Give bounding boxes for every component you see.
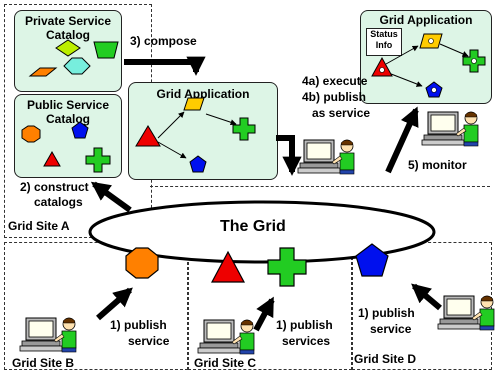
- monitor-app-workflow: [371, 33, 486, 98]
- step-as-service-label: as service: [312, 106, 371, 120]
- grid-blue-pentagon: [355, 243, 389, 277]
- center-app-workflow: [135, 97, 256, 173]
- publish-c-arrow: [253, 296, 275, 332]
- monitor-arrow: [385, 106, 419, 174]
- computer-site-a-icon: [297, 139, 355, 175]
- status-info-line2: Info: [375, 40, 393, 50]
- orange-octagon-shape: [21, 125, 41, 143]
- step-publish-label: 4b) publish: [302, 90, 366, 104]
- site-d-publish-1: 1) publish: [358, 306, 415, 320]
- site-b-publish-2: service: [128, 334, 170, 348]
- site-c-publish-1: 1) publish: [276, 318, 333, 332]
- step-catalogs-label: catalogs: [34, 195, 83, 209]
- the-grid-ellipse: [88, 200, 436, 264]
- site-b-region: [4, 242, 188, 370]
- status-info-box: Status Info: [366, 28, 402, 56]
- step-execute-label: 4a) execute: [302, 74, 368, 88]
- private-catalog-title-1: Private Service: [24, 14, 112, 28]
- grid-green-cross: [267, 247, 307, 287]
- step-compose-label: 3) compose: [130, 34, 197, 48]
- green-cross-shape: [85, 147, 111, 173]
- publish-b-arrow: [96, 287, 133, 321]
- status-info-line1: Status: [370, 29, 398, 39]
- site-c-label: Grid Site C: [194, 356, 257, 370]
- publish-d-arrow: [411, 283, 442, 311]
- red-triangle-shape: [43, 150, 61, 167]
- site-a-region-ext: [150, 186, 490, 187]
- computer-site-d-icon: [437, 295, 495, 331]
- site-c-publish-2: services: [282, 334, 331, 348]
- big-arrows: [90, 56, 442, 332]
- site-b-publish-1: 1) publish: [110, 318, 167, 332]
- private-catalog-shapes: [28, 39, 119, 77]
- center-yellow-parallelogram: [183, 97, 205, 111]
- step-monitor-label: 5) monitor: [408, 158, 467, 172]
- center-blue-pentagon: [189, 155, 207, 173]
- site-b-label: Grid Site B: [12, 356, 75, 370]
- grid-orange-octagon: [125, 247, 159, 279]
- center-green-cross: [232, 117, 256, 141]
- site-d-label: Grid Site D: [354, 352, 417, 366]
- blue-pentagon-shape: [71, 121, 89, 139]
- cyan-hexagon-shape: [63, 57, 91, 75]
- computer-site-c-icon: [197, 319, 255, 355]
- public-catalog-title-1: Public Service: [26, 98, 110, 112]
- private-catalog-title-2: Catalog: [45, 28, 90, 42]
- computer-site-b-icon: [19, 317, 77, 353]
- the-grid-label: The Grid: [220, 218, 286, 235]
- monitor-red-triangle: [371, 56, 393, 77]
- computer-monitor-icon: [421, 111, 479, 147]
- site-a-label: Grid Site A: [8, 219, 70, 233]
- grid-app-center-title: Grid Application: [156, 87, 250, 101]
- compose-arrow: [124, 56, 206, 76]
- construct-arrow: [90, 181, 132, 213]
- grid-red-triangle: [211, 250, 245, 283]
- site-d-publish-2: service: [370, 322, 412, 336]
- private-service-catalog: Private Service Catalog: [14, 10, 122, 92]
- lightgreen-diamond-shape: [55, 39, 81, 57]
- step-construct-label: 2) construct: [20, 180, 89, 194]
- execute-arrow: [276, 135, 302, 176]
- green-trapezoid-shape: [93, 41, 119, 59]
- public-catalog-shapes: [21, 121, 111, 173]
- orange-parallelogram-shape: [28, 67, 58, 77]
- center-red-triangle: [135, 125, 161, 147]
- grid-app-monitor-title: Grid Application: [379, 13, 473, 27]
